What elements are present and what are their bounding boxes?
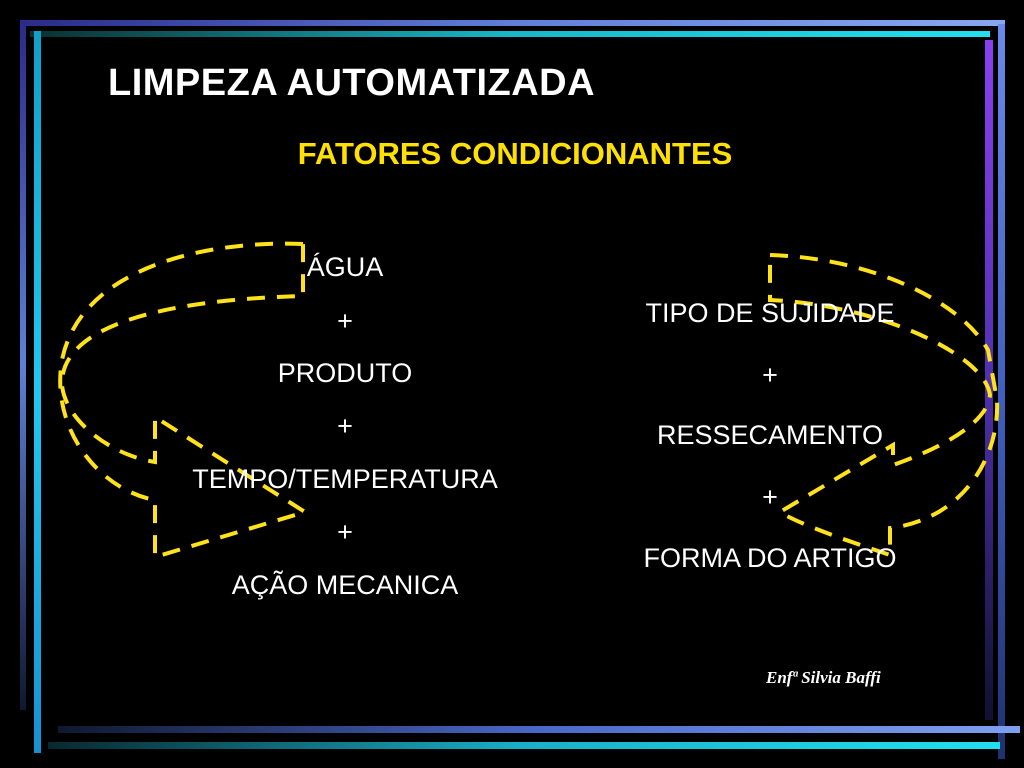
plus-sign: + [337, 517, 353, 547]
factor-soil-type: TIPO DE SUJIDADE [645, 298, 895, 328]
plus-sign: + [337, 306, 353, 336]
factor-mechanical-action: AÇÃO MECANICA [231, 570, 459, 600]
factor-product: PRODUTO [277, 358, 413, 388]
factor-time-temperature: TEMPO/TEMPERATURA [192, 464, 498, 494]
factor-drying: RESSECAMENTO [656, 420, 884, 450]
frame-top-bar [20, 20, 1005, 26]
left-cycle-arrow [58, 241, 310, 560]
plus-sign: + [762, 360, 778, 390]
frame-left-inner-bar [34, 31, 41, 753]
right-cycle-arrow [768, 252, 1000, 558]
factor-water: ÁGUA [306, 252, 384, 282]
author-signature: Enfª Silvia Baffi [766, 668, 881, 687]
slide-subtitle: FATORES CONDICIONANTES [297, 136, 733, 171]
plus-sign: + [762, 482, 778, 512]
plus-sign: + [337, 411, 353, 441]
factor-article-shape: FORMA DO ARTIGO [643, 543, 897, 573]
frame-top-inner-bar [30, 31, 990, 37]
frame-bottom-bar [48, 742, 1000, 749]
frame-bottom-inner-bar [58, 726, 1020, 733]
slide-title: LIMPEZA AUTOMATIZADA [108, 62, 596, 104]
frame-left-bar [20, 20, 26, 710]
frame-right-inner-bar [985, 40, 993, 720]
frame-right-bar [998, 24, 1005, 759]
